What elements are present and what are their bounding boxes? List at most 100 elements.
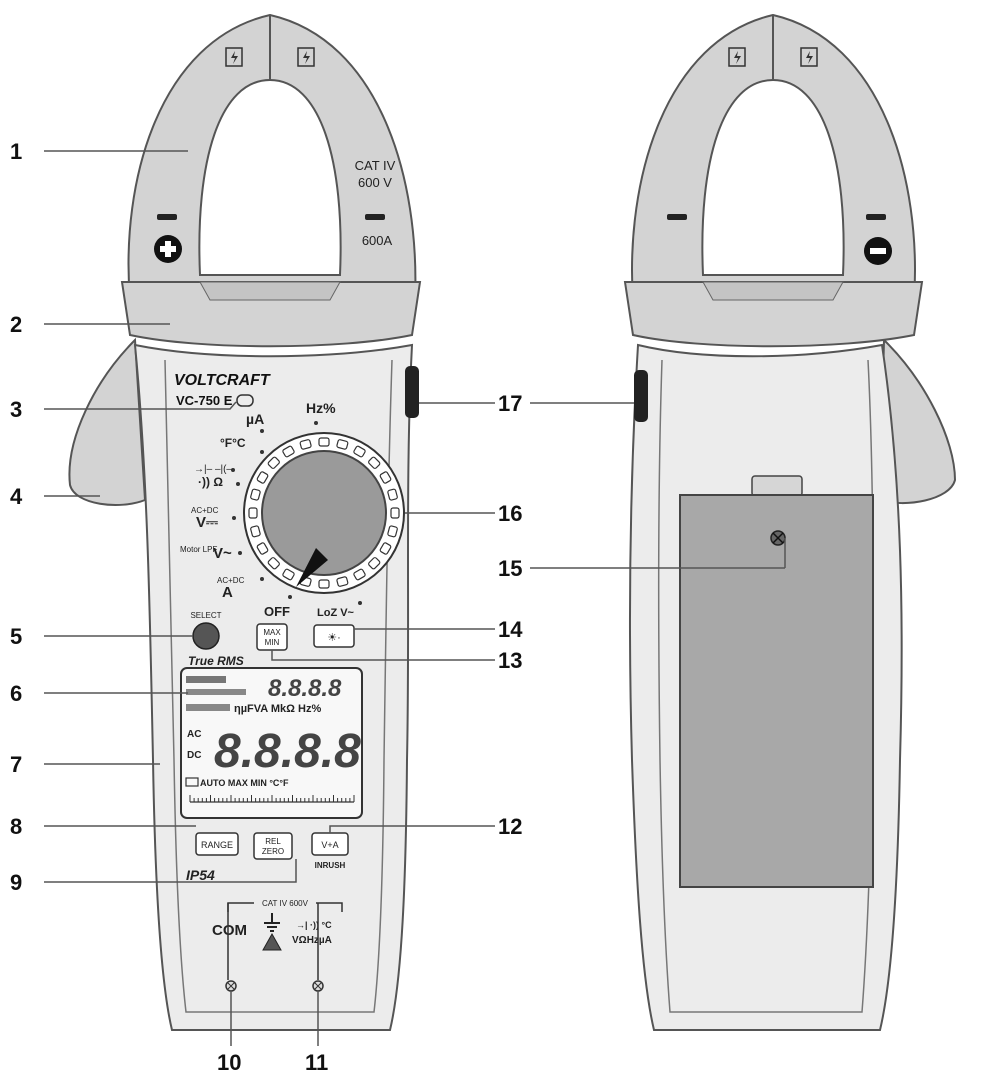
input-label-2: VΩHzµA	[292, 935, 332, 946]
dial-tooth	[390, 507, 400, 519]
dial-tooth	[248, 507, 258, 519]
brand-logo: VOLTCRAFT	[174, 372, 271, 389]
lightning-icon	[225, 47, 243, 67]
lightning-icon	[800, 47, 818, 67]
rel-zero-button[interactable]	[253, 832, 293, 860]
dial-tooth	[353, 568, 366, 581]
lightning-icon-glyph	[806, 51, 813, 64]
lcd-ac-indicator: AC	[187, 729, 201, 740]
front-panel	[164, 359, 393, 1013]
lcd-main-digits: 8.8.8.8	[214, 725, 361, 778]
jaw-current-rating: 600A	[362, 233, 393, 248]
callout-10: 10	[217, 1050, 241, 1075]
dial-label-lpf: Motor LPF	[180, 545, 217, 554]
jaw-rating-line2: 600 V	[358, 175, 392, 190]
lcd-bargraph-scale	[189, 795, 355, 803]
callout-3: 3	[10, 397, 22, 422]
dial-tooth	[387, 488, 398, 501]
dial-tooth	[318, 437, 330, 447]
ip-rating-label: IP54	[186, 867, 215, 883]
dial-tooth	[256, 471, 269, 484]
model-label: VC-750 E	[176, 393, 233, 408]
callout-1: 1	[10, 139, 22, 164]
callout-6: 6	[10, 681, 22, 706]
callout-9: 9	[10, 870, 22, 895]
dial-tooth	[336, 439, 349, 450]
back-side-button[interactable]	[634, 370, 648, 422]
screw-slot	[772, 532, 784, 544]
callout-17: 17	[498, 391, 522, 416]
minus-mark	[157, 214, 177, 220]
dial-label-ua: µA	[246, 411, 264, 427]
callout-numbers: 1 2 3 4 5 6 7 8 9 10 11 12 13 14 15 16 1…	[10, 139, 523, 1075]
dial-tooth	[368, 557, 381, 570]
callout-12: 12	[498, 814, 522, 839]
minus-mark	[365, 214, 385, 220]
warning-icon	[262, 932, 282, 951]
front-view: CAT IV 600 V 600A VOLTCRAFT VC-750 E µA …	[68, 13, 422, 1031]
terminal-rating: CAT IV 600V	[262, 899, 309, 908]
callout-7: 7	[10, 752, 22, 777]
dial-label-vac: V~	[213, 545, 232, 562]
minus-mark	[866, 214, 886, 220]
battery-cover	[679, 494, 874, 888]
dial-tooth	[387, 525, 398, 538]
va-label: V+A	[321, 840, 338, 850]
callout-lines	[44, 150, 786, 1046]
callout-8: 8	[10, 814, 22, 839]
dial-label-loz: LoZ V~	[317, 607, 355, 619]
side-button[interactable]	[405, 366, 419, 418]
callout-15: 15	[498, 556, 522, 581]
callout-11: 11	[305, 1050, 328, 1075]
callout-4: 4	[10, 484, 23, 509]
lcd-display: 8.8.8.8 ηµFVA MkΩ Hz% AC DC 8.8.8.8 AUTO…	[180, 667, 363, 819]
plus-polarity-icon-v	[165, 241, 171, 257]
back-trigger-lever	[878, 337, 957, 504]
battery-icon	[185, 777, 199, 787]
com-socket-cross	[227, 982, 235, 990]
lightning-icon	[728, 47, 746, 67]
dial-label-hz: Hz%	[306, 400, 336, 416]
ground-icon	[264, 913, 280, 932]
jaw-rating-line1: CAT IV	[355, 158, 396, 173]
max-min-label-1: MAX	[263, 628, 281, 637]
callout-13: 13	[498, 648, 522, 673]
dial-tooth	[267, 456, 280, 469]
dial-tooth	[368, 456, 381, 469]
lightning-icon	[297, 47, 315, 67]
dial-tooth	[267, 557, 280, 570]
range-button[interactable]	[195, 832, 239, 856]
lcd-status-row: AUTO MAX MIN °C°F	[200, 778, 289, 788]
dial-tooth	[250, 488, 261, 501]
dial-tooth	[282, 568, 295, 581]
dial-label-vdc-top: AC+DC	[191, 506, 219, 515]
dial-label-off: OFF	[264, 604, 290, 619]
back-view	[623, 13, 957, 1031]
dial-tooth	[353, 445, 366, 458]
input-socket-cross	[314, 982, 322, 990]
dial-teeth	[248, 437, 400, 589]
dial-label-ohm: ·)) Ω	[198, 475, 223, 489]
dial-tooth	[336, 576, 349, 587]
rotary-dial[interactable]	[243, 432, 405, 594]
dial-tooth	[318, 579, 330, 589]
select-label: SELECT	[190, 611, 221, 620]
jaw-collar-top	[199, 281, 341, 301]
lcd-small-digits: 8.8.8.8	[268, 675, 342, 702]
backlight-button[interactable]	[313, 624, 355, 648]
callout-5: 5	[10, 624, 22, 649]
backlight-label: ☀·	[327, 632, 341, 644]
dial-label-diode: →|– –|(–	[194, 464, 232, 475]
rel-zero-label-1: REL	[265, 837, 281, 846]
inrush-label: INRUSH	[315, 861, 346, 870]
dial-tooth	[379, 542, 392, 555]
dial-label-a: A	[222, 584, 233, 601]
input-label-1: →| ·)) °C	[296, 920, 332, 930]
lcd-units-row: ηµFVA MkΩ Hz%	[234, 703, 321, 715]
select-button[interactable]	[192, 622, 220, 650]
callout-2: 2	[10, 312, 22, 337]
back-jaw-collar	[623, 281, 924, 348]
trigger-lever	[68, 337, 147, 506]
battery-cover-latch[interactable]	[751, 475, 803, 497]
